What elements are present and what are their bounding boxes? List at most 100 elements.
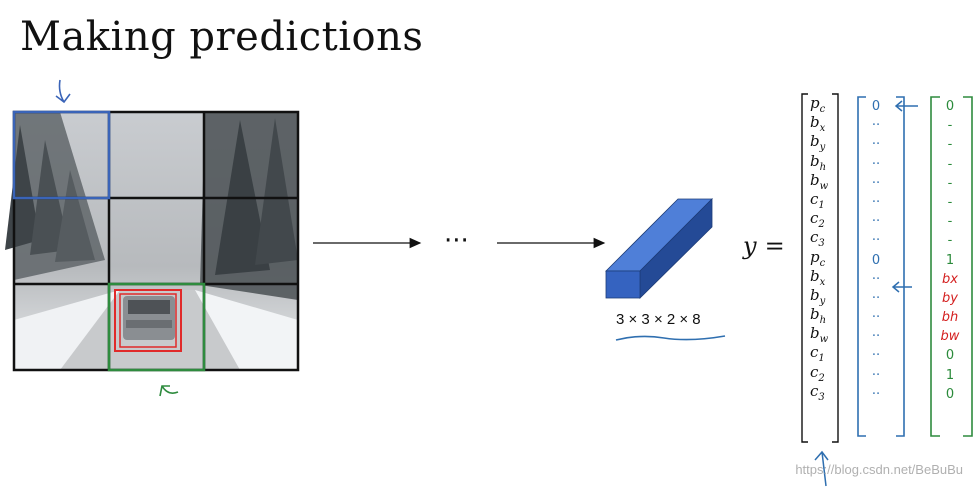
blue-value: ·· [871, 175, 881, 191]
blue-value: ·· [871, 367, 881, 383]
red-car-bounding-box [114, 289, 182, 352]
vector-entry-sub: y [819, 295, 826, 307]
vector-entry-sub: h [819, 161, 827, 173]
vector-entry-sub: c [819, 104, 826, 115]
blue-value: ·· [871, 156, 881, 172]
green-value: bh [941, 310, 959, 326]
vector-entry: c2 [806, 209, 840, 231]
volume-dimensions: 3 × 3 × 2 × 8 [616, 311, 701, 328]
green-pointer-arrow [159, 385, 179, 397]
blue-value: ·· [871, 348, 881, 364]
vector-entry-base: p [810, 247, 820, 266]
vector-entry-base: c [810, 228, 819, 247]
vector-entry: c3 [806, 228, 840, 249]
green-value: 1 [945, 367, 955, 383]
green-value: - [947, 118, 953, 134]
equals-sign: = [764, 232, 785, 260]
vector-entry: bw [806, 170, 840, 192]
vector-entry-sub: h [819, 315, 827, 327]
blue-value: ·· [871, 310, 881, 326]
vector-entry-base: p [810, 94, 820, 112]
blue-cell-highlight [12, 110, 111, 200]
vector-entry: bx [806, 266, 840, 288]
blue-column-bracket [857, 96, 905, 437]
y-equals: y= [743, 232, 785, 260]
blue-pointer-arrow [55, 79, 71, 104]
watermark: https://blog.csdn.net/BeBuBu [795, 462, 963, 477]
green-value: 0 [945, 348, 955, 364]
green-value: 0 [945, 386, 955, 402]
green-value: by [942, 290, 958, 306]
vector-right-bracket [832, 93, 839, 443]
vector-entry-sub: 1 [818, 199, 825, 211]
green-value: bx [942, 271, 958, 287]
green-column-bracket [930, 96, 973, 437]
green-value: - [947, 214, 953, 230]
output-volume [605, 198, 713, 299]
vector-entry: c3 [806, 382, 840, 403]
vector-bottom-arrow [814, 450, 829, 487]
page-title: Making predictions [20, 14, 424, 60]
vector-entry-base: b [810, 151, 820, 170]
green-value: 0 [945, 99, 955, 114]
vector-entry-sub: 2 [818, 219, 825, 231]
vector-entry: pc [806, 247, 840, 269]
vector-entry-sub: x [819, 123, 826, 135]
blue-value: ·· [871, 233, 881, 249]
vector-entry-sub: w [819, 180, 829, 192]
vector-entry-sub: 3 [818, 391, 825, 403]
vector-entry-base: b [810, 170, 820, 189]
blue-arrow-mid [891, 281, 912, 293]
blue-value: ·· [871, 118, 881, 134]
blue-value: 0 [871, 99, 881, 114]
vector-entry-base: b [810, 324, 820, 343]
vector-entry: c1 [806, 189, 840, 211]
blue-arrow-top [894, 100, 918, 112]
blue-cell-values: 0 ·· ·· ·· ·· ·· ·· ·· 0 ·· ·· ·· ·· ·· ·· ·· [858, 97, 894, 404]
blue-value: ·· [871, 214, 881, 230]
y-label: y [743, 232, 757, 260]
vector-entry: bw [806, 324, 840, 346]
vector-entry: c2 [806, 362, 840, 384]
vector-entry-sub: 2 [818, 372, 825, 384]
vector-entry-sub: 1 [818, 353, 825, 365]
vector-entry-base: b [810, 132, 820, 151]
green-value: - [947, 156, 953, 172]
vector-entry: bh [806, 305, 840, 327]
vector-entry-base: b [810, 113, 820, 132]
vector-entry: by [806, 132, 840, 153]
vector-entry-sub: x [819, 276, 826, 288]
green-value: - [947, 175, 953, 191]
green-value: - [947, 233, 953, 249]
green-value: - [947, 137, 953, 153]
red-car-inner-box [119, 293, 177, 348]
vector-entry: by [806, 285, 840, 307]
vector-entry: bh [806, 151, 840, 173]
vector-left-bracket [801, 93, 808, 443]
vector-entry-base: b [810, 285, 820, 304]
blue-value: ·· [871, 271, 881, 287]
blue-value: ·· [871, 386, 881, 402]
vector-entry-sub: c [819, 257, 826, 269]
vector-entry-base: c [810, 209, 819, 228]
vector-entry-base: c [810, 362, 819, 381]
green-value: - [947, 194, 953, 210]
blue-value: ·· [871, 194, 881, 210]
vector-entry: pc [806, 94, 840, 115]
vector-entry-base: c [810, 343, 819, 362]
vector-entry-base: b [810, 305, 820, 324]
blue-value: ·· [871, 137, 881, 153]
vector-entry-base: b [810, 266, 820, 285]
blue-value: 0 [871, 252, 881, 268]
green-value: bw [940, 329, 960, 345]
blue-value: ·· [871, 329, 881, 345]
vector-entry-base: c [810, 189, 819, 208]
vector-entry-sub: w [819, 334, 829, 346]
ellipsis: ··· [444, 226, 469, 256]
green-cell-highlight [107, 282, 206, 372]
blue-value: ·· [871, 290, 881, 306]
vector-entry: c1 [806, 343, 840, 365]
